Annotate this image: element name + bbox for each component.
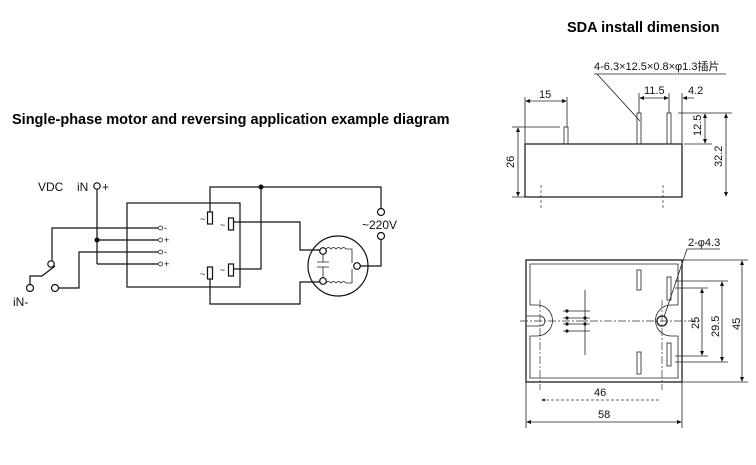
motor-symbol bbox=[307, 235, 369, 297]
in-minus-label: iN- bbox=[13, 295, 28, 309]
side-view-drawing: 15 11.5 4.2 12.5 32.2 26 4-6.3×12.5×0.8×… bbox=[505, 59, 732, 210]
ssr-body bbox=[126, 202, 241, 288]
ssr-side-body bbox=[524, 143, 683, 198]
wire bbox=[233, 221, 320, 251]
pin-spec-label: 4-6.3×12.5×0.8×φ1.3插片 bbox=[594, 59, 719, 73]
svg-text:~: ~ bbox=[200, 269, 205, 279]
vdc-label: VDC bbox=[38, 180, 64, 194]
terminal-sign: - bbox=[164, 223, 167, 233]
svg-text:~: ~ bbox=[200, 214, 205, 224]
pin bbox=[563, 126, 569, 145]
wire bbox=[209, 186, 382, 212]
voltage-label: ~220V bbox=[362, 218, 397, 232]
terminal-sign: + bbox=[164, 235, 169, 245]
hole-spec-label: 2-φ4.3 bbox=[688, 237, 720, 249]
in-plus-terminal bbox=[93, 182, 101, 190]
wire bbox=[209, 279, 320, 305]
in-plus-label: iN bbox=[77, 180, 88, 194]
top-view-drawing: 45 29.5 25 46 58 2-φ4.3 bbox=[520, 237, 748, 428]
wire bbox=[360, 240, 382, 267]
svg-text:~: ~ bbox=[220, 220, 225, 230]
wire bbox=[233, 187, 262, 270]
dim-32-2: 32.2 bbox=[713, 146, 725, 167]
output-terminals: ~ ~ ~ ~ bbox=[200, 211, 235, 280]
terminal-sign: + bbox=[164, 259, 169, 269]
pin bbox=[666, 112, 672, 145]
dim-58: 58 bbox=[598, 409, 610, 421]
dim-46: 46 bbox=[594, 387, 606, 399]
pin bbox=[636, 112, 642, 145]
wire bbox=[51, 227, 158, 261]
input-pins bbox=[563, 290, 590, 355]
dim-12-5: 12.5 bbox=[692, 115, 704, 136]
dimension-title: SDA install dimension bbox=[567, 20, 720, 36]
dim-26: 26 bbox=[505, 156, 517, 168]
input-terminals: - + - + bbox=[158, 223, 169, 269]
wire bbox=[58, 251, 158, 289]
ac-terminal bbox=[376, 231, 386, 241]
dim-45: 45 bbox=[731, 318, 743, 330]
svg-text:~: ~ bbox=[220, 265, 225, 275]
dim-11-5: 11.5 bbox=[644, 85, 665, 97]
terminal-sign: - bbox=[164, 247, 167, 257]
dim-29-5: 29.5 bbox=[710, 316, 722, 337]
dim-25: 25 bbox=[690, 317, 702, 329]
switch bbox=[25, 260, 60, 293]
ac-terminal bbox=[376, 207, 386, 217]
circuit-title: Single-phase motor and reversing applica… bbox=[12, 112, 450, 128]
dim-4-2: 4.2 bbox=[688, 85, 703, 97]
plus-label: + bbox=[102, 180, 109, 194]
dim-15: 15 bbox=[539, 89, 551, 101]
circuit-diagram: VDC iN + - + - + iN- bbox=[13, 180, 397, 309]
